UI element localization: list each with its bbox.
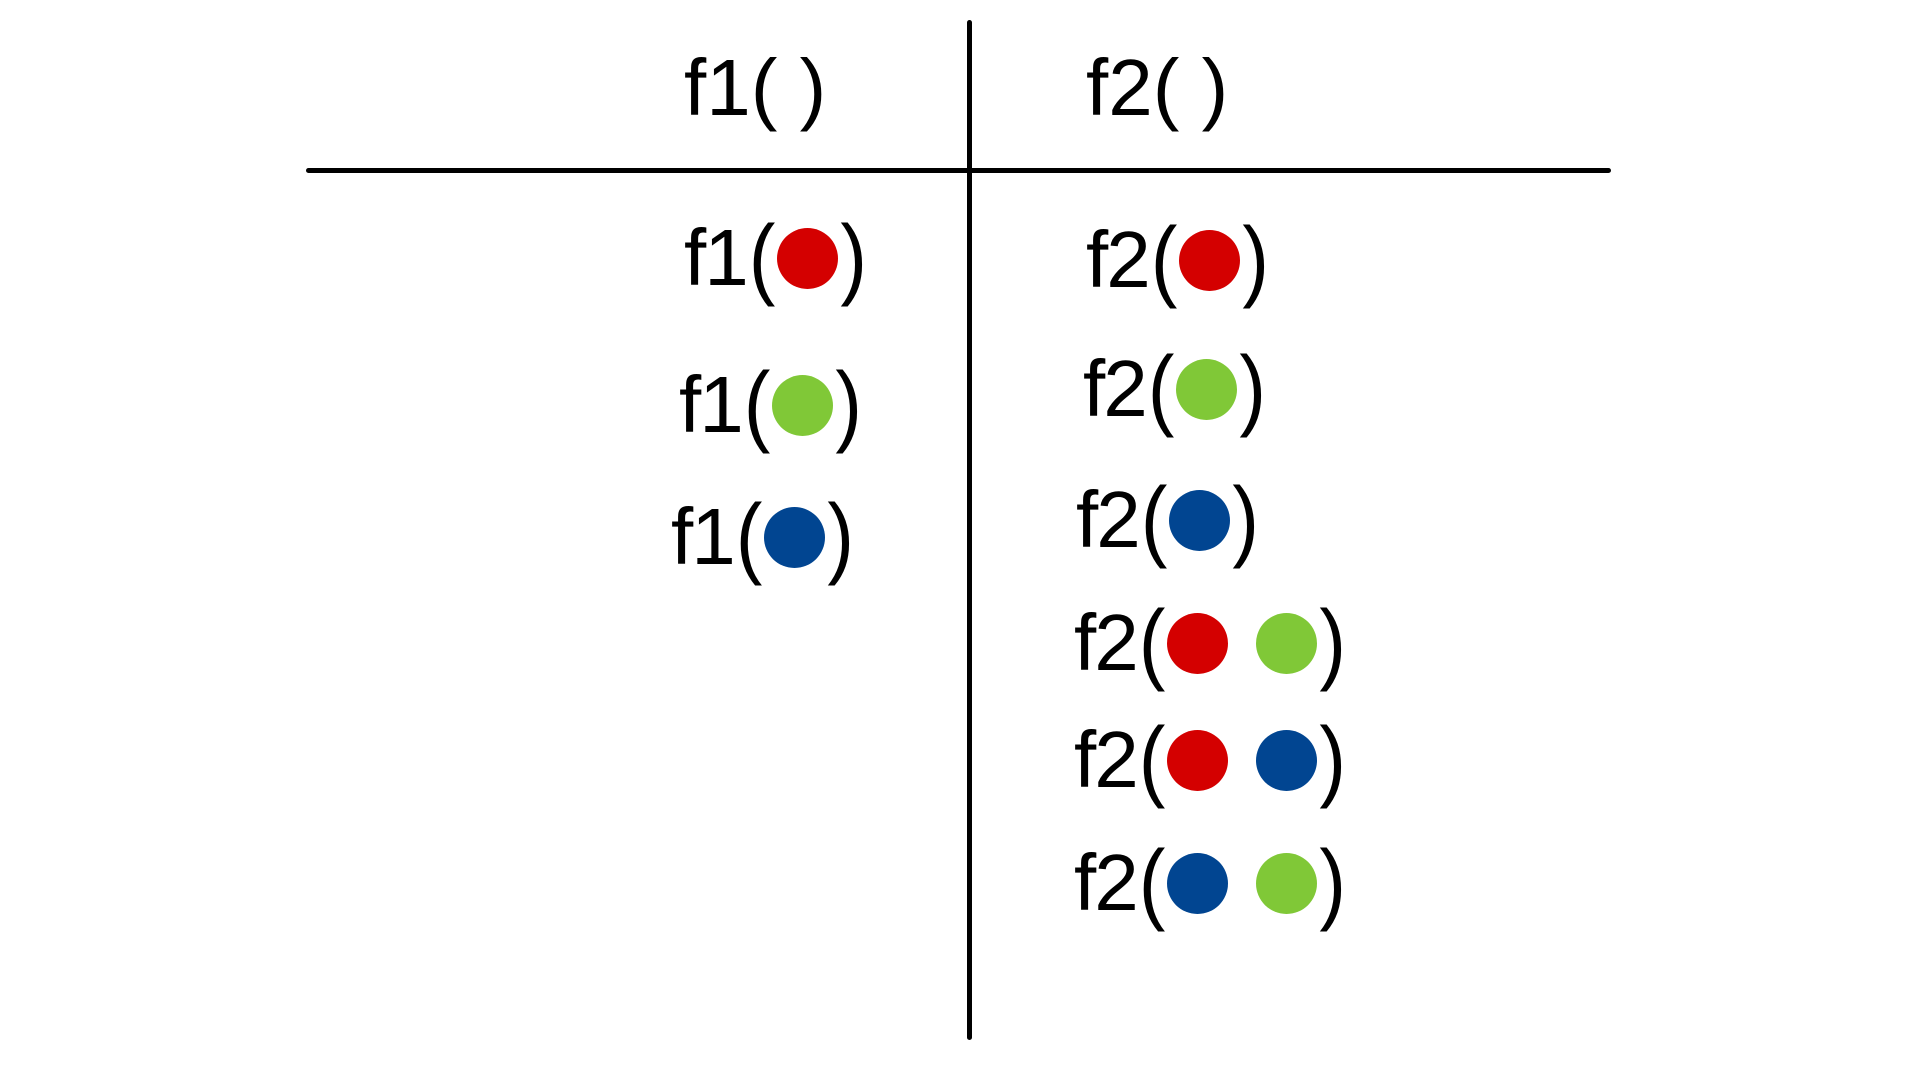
- green-dot: [1256, 852, 1318, 914]
- right-row-4: f2 ( ): [1074, 598, 1348, 688]
- green-dot: [1256, 612, 1318, 674]
- function-name: f1: [671, 492, 736, 581]
- header-left: f1( ): [684, 43, 826, 133]
- right-row-1: f2 ( ): [1086, 215, 1271, 305]
- horizontal-divider-line: [306, 168, 1611, 173]
- right-row-6: f2 ( ): [1074, 838, 1348, 928]
- left-row-1: f1 ( ): [684, 213, 869, 303]
- argument-dots: [777, 227, 839, 289]
- blue-dot: [1256, 729, 1318, 791]
- right-row-2: f2 ( ): [1083, 344, 1268, 434]
- function-name: f1: [684, 213, 749, 302]
- function-name: f2: [1076, 475, 1141, 564]
- close-paren: ): [1232, 469, 1259, 570]
- close-paren: ): [827, 486, 854, 587]
- open-paren: (: [1138, 709, 1166, 810]
- header-left-text: f1( ): [684, 43, 827, 132]
- open-paren: (: [743, 354, 771, 455]
- open-paren: (: [735, 486, 763, 587]
- close-paren: ): [1242, 209, 1269, 310]
- argument-dots: [1167, 729, 1318, 791]
- close-paren: ): [840, 207, 867, 308]
- red-dot: [1167, 612, 1229, 674]
- blue-dot: [1167, 852, 1229, 914]
- function-name: f2: [1074, 838, 1139, 927]
- close-paren: ): [1239, 338, 1266, 439]
- argument-dots: [1179, 229, 1241, 291]
- function-name: f2: [1083, 344, 1148, 433]
- open-paren: (: [1140, 469, 1168, 570]
- green-dot: [1176, 358, 1238, 420]
- argument-dots: [1169, 489, 1231, 551]
- close-paren: ): [1319, 592, 1346, 693]
- open-paren: (: [1150, 209, 1178, 310]
- green-dot: [772, 374, 834, 436]
- argument-dots: [1167, 612, 1318, 674]
- open-paren: (: [1147, 338, 1175, 439]
- blue-dot: [1169, 489, 1231, 551]
- left-row-2: f1 ( ): [679, 360, 864, 450]
- function-name: f2: [1086, 215, 1151, 304]
- argument-dots: [764, 506, 826, 568]
- close-paren: ): [1319, 832, 1346, 933]
- function-name: f1: [679, 360, 744, 449]
- open-paren: (: [1138, 592, 1166, 693]
- right-row-5: f2 ( ): [1074, 715, 1348, 805]
- function-name: f2: [1074, 715, 1139, 804]
- open-paren: (: [748, 207, 776, 308]
- argument-dots: [1176, 358, 1238, 420]
- argument-dots: [1167, 852, 1318, 914]
- red-dot: [777, 227, 839, 289]
- open-paren: (: [1138, 832, 1166, 933]
- vertical-divider-line: [967, 20, 972, 1040]
- argument-dots: [772, 374, 834, 436]
- red-dot: [1167, 729, 1229, 791]
- header-right: f2( ): [1086, 43, 1228, 133]
- blue-dot: [764, 506, 826, 568]
- right-row-3: f2 ( ): [1076, 475, 1261, 565]
- header-right-text: f2( ): [1086, 43, 1229, 132]
- close-paren: ): [835, 354, 862, 455]
- function-name: f2: [1074, 598, 1139, 687]
- close-paren: ): [1319, 709, 1346, 810]
- red-dot: [1179, 229, 1241, 291]
- left-row-3: f1 ( ): [671, 492, 856, 582]
